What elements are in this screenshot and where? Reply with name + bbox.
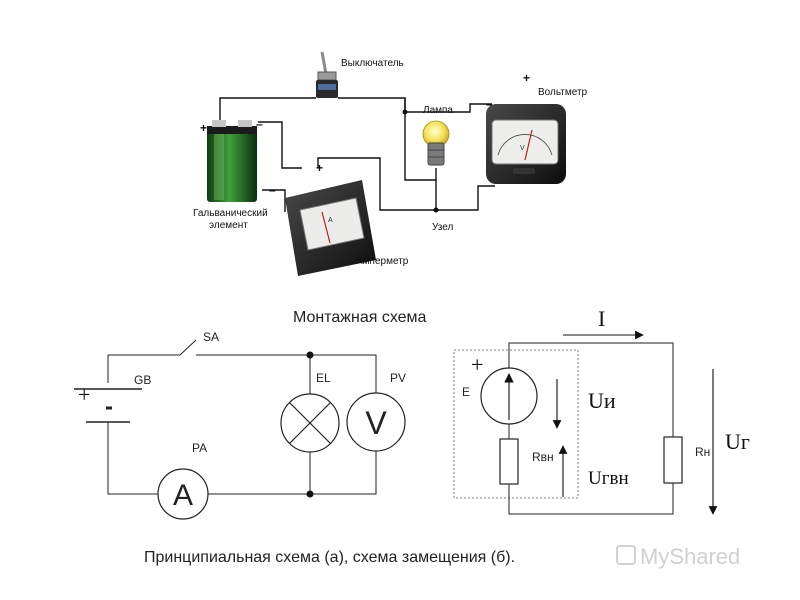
source-plus-sign: + <box>471 352 483 377</box>
montage-scheme-title: Монтажная схема <box>293 309 427 326</box>
wire <box>508 342 674 437</box>
junction-node <box>402 109 408 115</box>
battery <box>207 120 257 202</box>
wire <box>317 157 437 211</box>
junction-node <box>433 207 439 213</box>
wire <box>338 97 406 112</box>
internal-resistor-symbol <box>499 438 519 485</box>
lamp-label: Лампа <box>423 105 453 116</box>
emf-source-symbol <box>480 367 538 425</box>
voltmeter-label: Вольтметр <box>538 87 588 98</box>
voltmeter-device: V <box>486 104 566 184</box>
internal-resistor-label: Rвн <box>532 450 554 464</box>
wire <box>404 98 437 181</box>
switch-label: Выключатель <box>341 58 404 69</box>
voltmeter-symbol <box>346 392 406 452</box>
switch-label: SA <box>203 330 219 344</box>
switch-contact <box>179 339 197 356</box>
ammeter-device: A <box>285 180 376 276</box>
svg-text:V: V <box>520 145 525 152</box>
wire <box>258 121 302 169</box>
internal-drop-label: Uгвн <box>588 468 629 489</box>
ammeter-label: Амперметр <box>356 256 409 267</box>
voltmeter-label: PV <box>390 371 406 385</box>
wire <box>196 354 377 393</box>
wire <box>208 451 377 495</box>
ammeter-symbol-letter: A <box>173 479 193 512</box>
lamp-symbol <box>280 393 340 453</box>
voltmeter-symbol-letter: V <box>365 405 387 441</box>
battery-label: GB <box>134 373 151 387</box>
wire <box>219 97 316 122</box>
myshared-watermark: MyShared <box>616 544 740 569</box>
figure-caption: Принципиальная схема (а), схема замещени… <box>144 549 515 566</box>
lamp-label: EL <box>316 371 331 385</box>
equivalent-circuit: + E Rвн Rн I Uи Uгвн Uг <box>453 306 750 515</box>
battery-label-line1: Гальванический <box>193 208 268 219</box>
source-label: E <box>462 385 470 399</box>
ammeter-label: PA <box>192 441 207 455</box>
svg-text:A: A <box>328 217 333 224</box>
source-enclosure <box>453 349 579 499</box>
load-resistor-label: Rн <box>695 445 710 459</box>
voltmeter-minus-sign: – <box>486 97 493 111</box>
ammeter-minus-sign: – <box>269 183 276 197</box>
lamp <box>422 120 450 166</box>
wire <box>107 422 158 495</box>
ammeter-plus-sign: + <box>316 161 323 175</box>
battery-plus-sign: + <box>78 382 90 407</box>
battery-label-line2: элемент <box>209 220 248 231</box>
battery-minus-sign: – <box>256 117 263 131</box>
wire <box>436 185 495 211</box>
principal-schematic: + A V SA GB EL PV PA <box>74 330 406 520</box>
svg-text:MyShared: MyShared <box>640 544 740 569</box>
voltmeter-plus-sign: + <box>523 71 530 85</box>
wire <box>262 189 286 212</box>
wire <box>405 103 492 113</box>
junction-node <box>306 490 314 498</box>
load-voltage-label: Uг <box>725 429 750 454</box>
source-voltage-label: Uи <box>588 388 616 413</box>
wiring-photo: Выключатель + – Гальванический элемент Л… <box>193 51 588 276</box>
wire <box>508 483 674 515</box>
battery-plus-sign: + <box>200 121 207 135</box>
node-label: Узел <box>432 222 453 233</box>
toggle-switch <box>316 51 338 98</box>
load-resistor-symbol <box>663 436 683 484</box>
current-label: I <box>598 306 605 331</box>
junction-node <box>306 351 314 359</box>
